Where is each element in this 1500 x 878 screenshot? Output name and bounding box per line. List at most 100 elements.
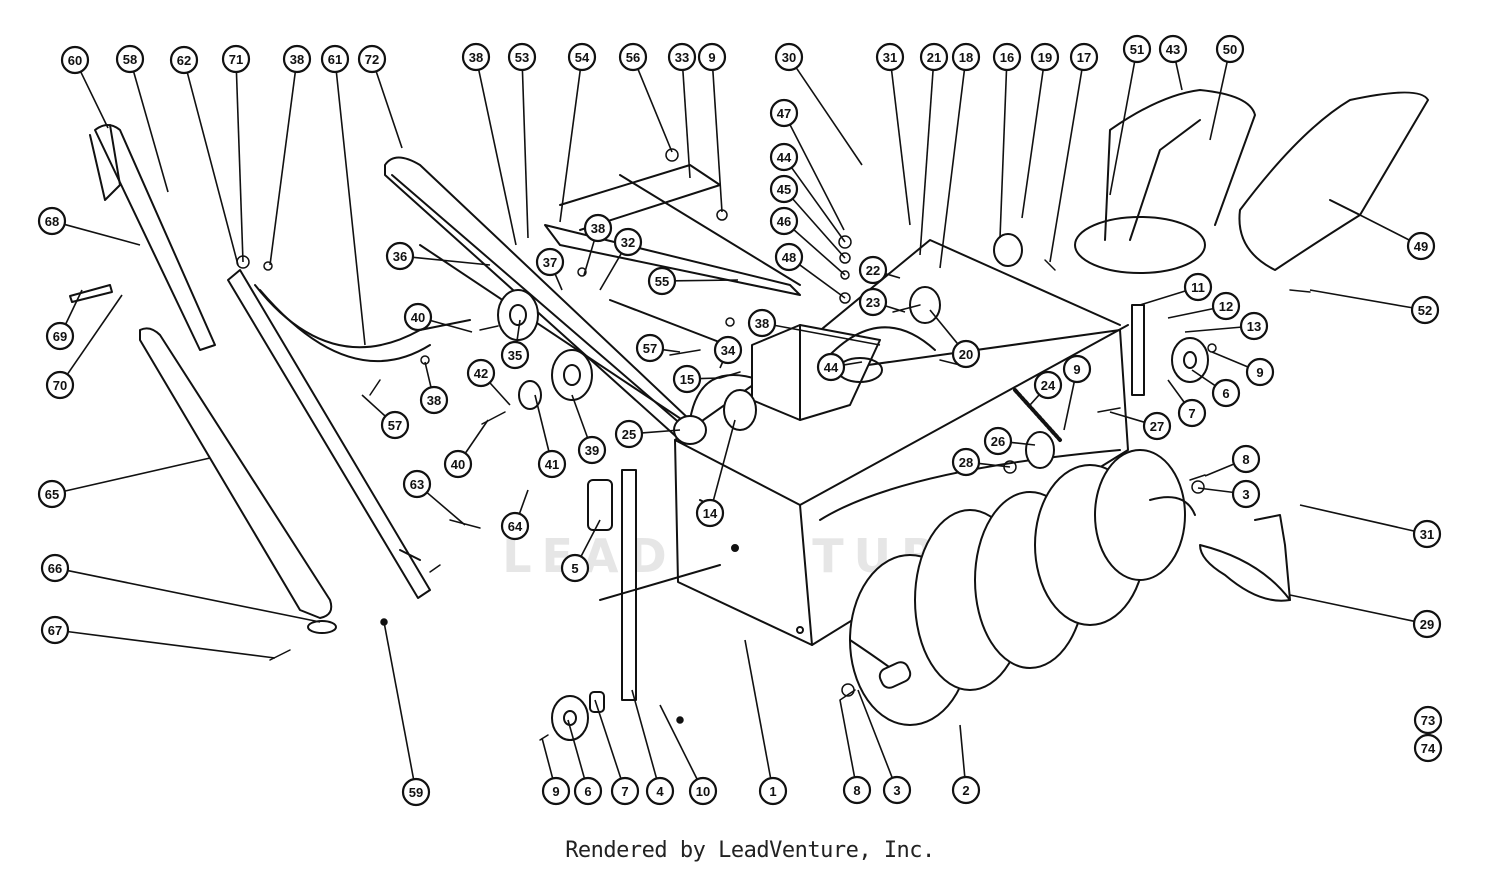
callout-c19[interactable]: 19: [1030, 42, 1060, 72]
callout-c9b[interactable]: 9: [1245, 357, 1275, 387]
callout-c15[interactable]: 15: [672, 364, 702, 394]
callout-c45[interactable]: 45: [769, 174, 799, 204]
callout-c54[interactable]: 54: [567, 42, 597, 72]
callout-c57a[interactable]: 57: [635, 333, 665, 363]
chute-deflector: [1238, 91, 1429, 271]
callout-number: 69: [53, 329, 67, 344]
callout-c31b[interactable]: 31: [1412, 519, 1442, 549]
callout-c74[interactable]: 74: [1413, 733, 1443, 763]
callout-c65[interactable]: 65: [37, 479, 67, 509]
callout-c12[interactable]: 12: [1211, 291, 1241, 321]
callout-c44b[interactable]: 44: [816, 352, 846, 382]
callout-c9a[interactable]: 9: [697, 42, 727, 72]
callout-c51[interactable]: 51: [1122, 34, 1152, 64]
callout-c43[interactable]: 43: [1158, 34, 1188, 64]
callout-c46[interactable]: 46: [769, 206, 799, 236]
callout-c4[interactable]: 4: [645, 776, 675, 806]
callout-c20[interactable]: 20: [951, 339, 981, 369]
callout-c73[interactable]: 73: [1413, 705, 1443, 735]
callout-c38a[interactable]: 38: [282, 44, 312, 74]
callout-c22[interactable]: 22: [858, 255, 888, 285]
callout-c32[interactable]: 32: [613, 227, 643, 257]
callout-c40b[interactable]: 40: [443, 449, 473, 479]
callout-c18[interactable]: 18: [951, 42, 981, 72]
callout-c50[interactable]: 50: [1215, 34, 1245, 64]
callout-c38e[interactable]: 38: [419, 385, 449, 415]
callout-c58[interactable]: 58: [115, 44, 145, 74]
callout-c36[interactable]: 36: [385, 241, 415, 271]
callout-c3a[interactable]: 3: [1231, 479, 1261, 509]
callout-c48[interactable]: 48: [774, 242, 804, 272]
callout-c66[interactable]: 66: [40, 553, 70, 583]
callout-c38c[interactable]: 38: [583, 213, 613, 243]
callout-c24[interactable]: 24: [1033, 370, 1063, 400]
callout-c64[interactable]: 64: [500, 511, 530, 541]
callout-c68[interactable]: 68: [37, 206, 67, 236]
callout-c9d[interactable]: 9: [541, 776, 571, 806]
callout-c25[interactable]: 25: [614, 419, 644, 449]
callout-c71[interactable]: 71: [221, 44, 251, 74]
callout-c8b[interactable]: 8: [842, 775, 872, 805]
callout-c33[interactable]: 33: [667, 42, 697, 72]
callout-c17[interactable]: 17: [1069, 42, 1099, 72]
callout-c6b[interactable]: 6: [573, 776, 603, 806]
callout-c14[interactable]: 14: [695, 498, 725, 528]
callout-c49[interactable]: 49: [1406, 231, 1436, 261]
callout-circle: [1069, 42, 1099, 72]
callout-number: 51: [1130, 42, 1144, 57]
callout-c6a[interactable]: 6: [1211, 378, 1241, 408]
callout-c44a[interactable]: 44: [769, 142, 799, 172]
callout-c34[interactable]: 34: [713, 335, 743, 365]
callout-circle: [695, 498, 725, 528]
callout-c56[interactable]: 56: [618, 42, 648, 72]
callout-c52[interactable]: 52: [1410, 295, 1440, 325]
callout-c60[interactable]: 60: [60, 45, 90, 75]
callout-c63[interactable]: 63: [402, 469, 432, 499]
callout-c35[interactable]: 35: [500, 340, 530, 370]
callout-number: 11: [1191, 280, 1205, 295]
callout-c38b[interactable]: 38: [461, 42, 491, 72]
callout-number: 4: [656, 784, 664, 799]
callout-c21[interactable]: 21: [919, 42, 949, 72]
callout-c7a[interactable]: 7: [1177, 398, 1207, 428]
callout-c59[interactable]: 59: [401, 777, 431, 807]
callout-c30[interactable]: 30: [774, 42, 804, 72]
callout-c31a[interactable]: 31: [875, 42, 905, 72]
callout-c10[interactable]: 10: [688, 776, 718, 806]
callout-c70[interactable]: 70: [45, 370, 75, 400]
callout-c23[interactable]: 23: [858, 287, 888, 317]
callout-number: 22: [866, 263, 880, 278]
callout-c27[interactable]: 27: [1142, 411, 1172, 441]
callout-c41[interactable]: 41: [537, 449, 567, 479]
callout-leader-c34: [719, 361, 724, 369]
callout-c61[interactable]: 61: [320, 44, 350, 74]
callout-c29[interactable]: 29: [1412, 609, 1442, 639]
callout-c72[interactable]: 72: [357, 44, 387, 74]
callout-c62[interactable]: 62: [169, 45, 199, 75]
callout-c26[interactable]: 26: [983, 426, 1013, 456]
callout-c38d[interactable]: 38: [747, 308, 777, 338]
callout-c57b[interactable]: 57: [380, 410, 410, 440]
callout-c53[interactable]: 53: [507, 42, 537, 72]
callout-c67[interactable]: 67: [40, 615, 70, 645]
callout-c5[interactable]: 5: [560, 553, 590, 583]
callout-c69[interactable]: 69: [45, 321, 75, 351]
callout-c39[interactable]: 39: [577, 435, 607, 465]
callout-c9c[interactable]: 9: [1062, 354, 1092, 384]
callout-c47[interactable]: 47: [769, 98, 799, 128]
callout-c13[interactable]: 13: [1239, 311, 1269, 341]
callout-c28[interactable]: 28: [951, 447, 981, 477]
callout-c42[interactable]: 42: [466, 358, 496, 388]
callout-c55[interactable]: 55: [647, 266, 677, 296]
callout-c3b[interactable]: 3: [882, 775, 912, 805]
render-credit: Rendered by LeadVenture, Inc.: [565, 838, 935, 863]
callout-c11[interactable]: 11: [1183, 272, 1213, 302]
callout-c1[interactable]: 1: [758, 776, 788, 806]
callout-circle: [1158, 34, 1188, 64]
callout-c2[interactable]: 2: [951, 775, 981, 805]
callout-c40a[interactable]: 40: [403, 302, 433, 332]
callout-c7b[interactable]: 7: [610, 776, 640, 806]
callout-c8a[interactable]: 8: [1231, 444, 1261, 474]
callout-c37[interactable]: 37: [535, 247, 565, 277]
callout-c16[interactable]: 16: [992, 42, 1022, 72]
